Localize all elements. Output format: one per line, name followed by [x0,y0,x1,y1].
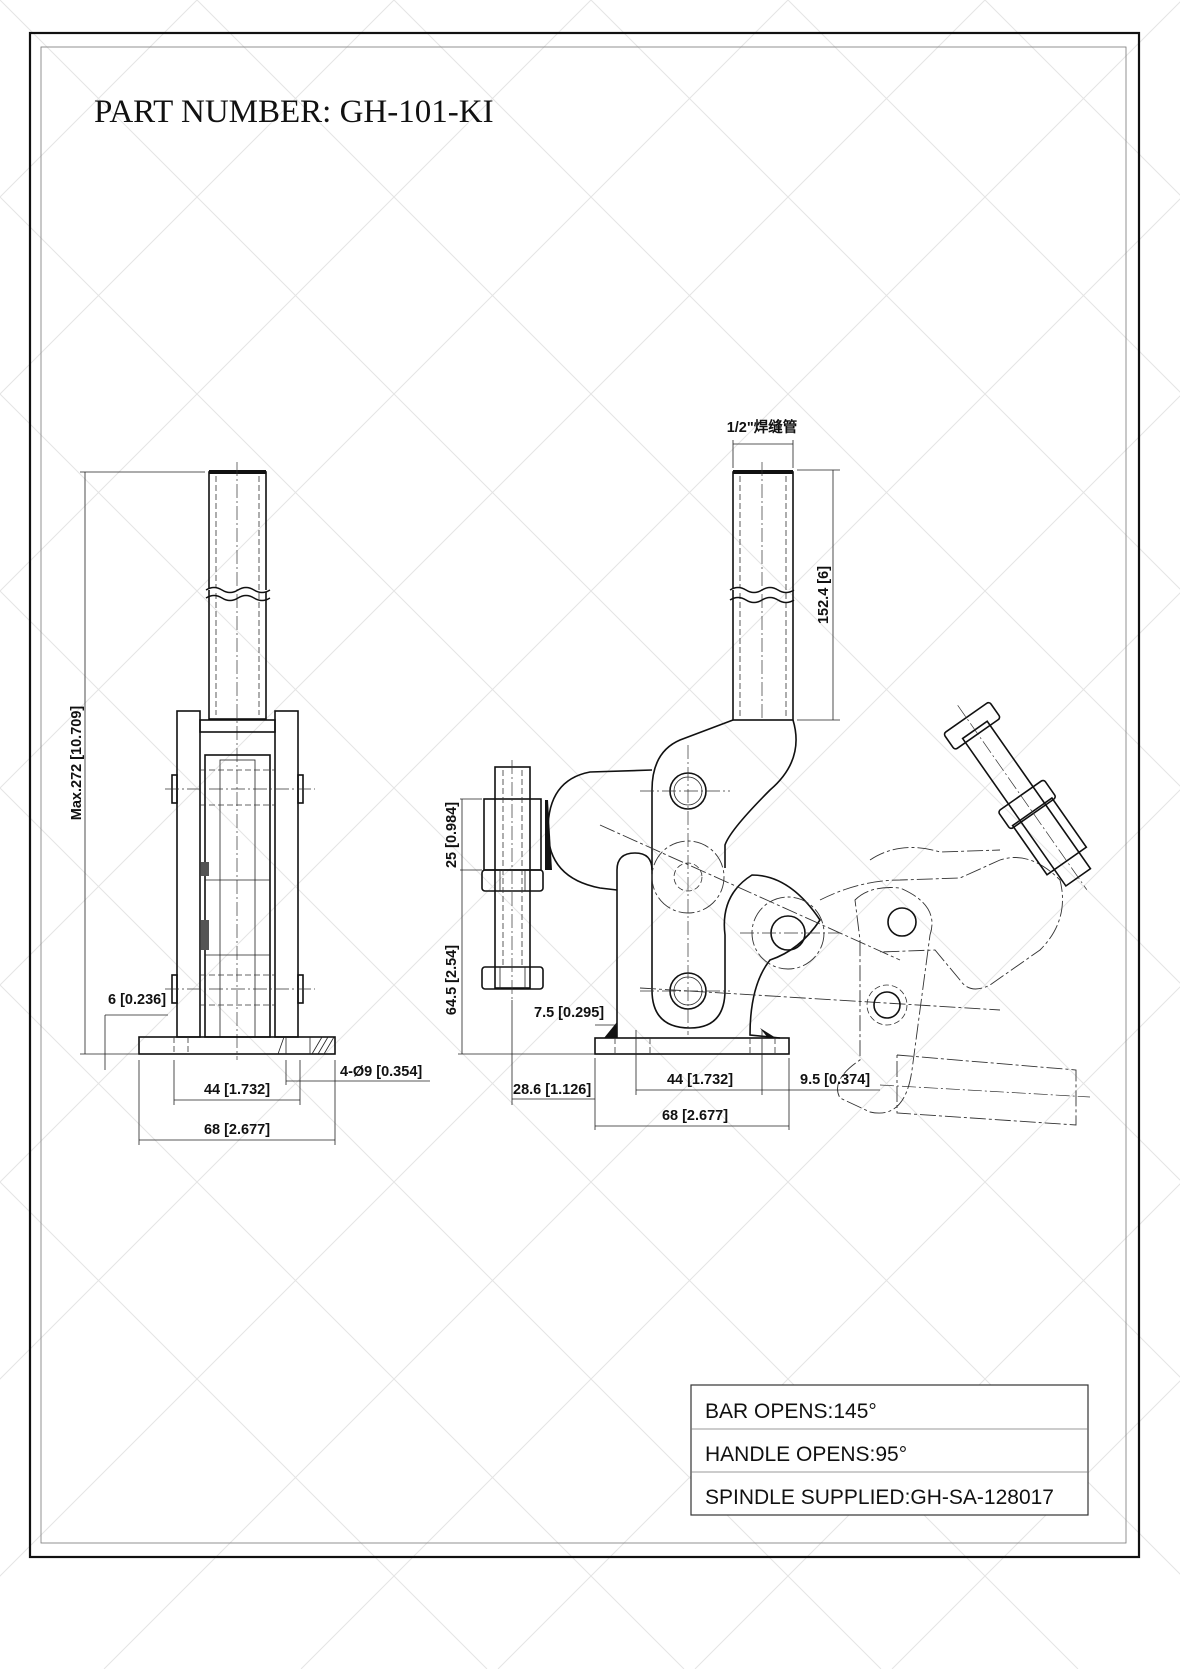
dim-hole-edge: 9.5 [0.374] [800,1072,870,1088]
watermark-line [0,1181,488,1669]
watermark-line [0,787,882,1669]
dim-base-thickness: 6 [0.236] [108,992,166,1008]
dim-hole-spacing: 44 [1.732] [204,1082,270,1098]
dim-spindle-height: 64.5 [2.54] [444,945,460,1015]
watermark-line [196,0,1180,984]
dim-base-length: 68 [2.677] [662,1108,728,1124]
watermark-line [891,1380,1180,1669]
dim-spindle-sleeve: 25 [0.984] [444,802,460,868]
watermark-line [393,0,1180,787]
watermark-line [0,0,789,789]
dim-spindle-offset: 28.6 [1.126] [513,1082,591,1098]
watermark-line [787,0,1180,393]
spec-spindle-supplied: SPINDLE SUPPLIED:GH-SA-128017 [705,1486,1054,1509]
dim-hole-spacing: 44 [1.732] [667,1072,733,1088]
inner-frame [40,46,1127,1544]
side-view: 1/2"焊缝管 152.4 [6] 25 [0.984] 64.5 [2.54]… [444,418,1092,1130]
dim-handle-length: 152.4 [6] [816,566,832,624]
watermark-line [0,0,395,395]
dim-weld-offset: 7.5 [0.295] [534,1005,604,1021]
dim-base-width: 68 [2.677] [204,1122,270,1138]
dim-holes: 4-Ø9 [0.354] [340,1064,422,1080]
dim-handle-tube: 1/2"焊缝管 [727,418,798,436]
front-view: Max.272 [10.709] 6 [0.236] 44 [1.732] 68… [69,462,430,1145]
watermark-line [103,592,1180,1669]
spec-table: BAR OPENS:145° HANDLE OPENS:95° SPINDLE … [690,1384,1089,1516]
part-number-title: PART NUMBER: GH-101-KI [94,94,494,130]
watermark-line [0,0,592,592]
watermark-line [300,789,1180,1669]
spec-bar-opens: BAR OPENS:145° [705,1400,877,1423]
watermark-line [0,984,685,1669]
dim-overall-height: Max.272 [10.709] [69,706,85,821]
outer-frame [28,31,1141,1559]
watermark-line [590,0,1180,590]
spec-handle-opens: HANDLE OPENS:95° [705,1443,907,1466]
watermark-line [0,0,986,986]
